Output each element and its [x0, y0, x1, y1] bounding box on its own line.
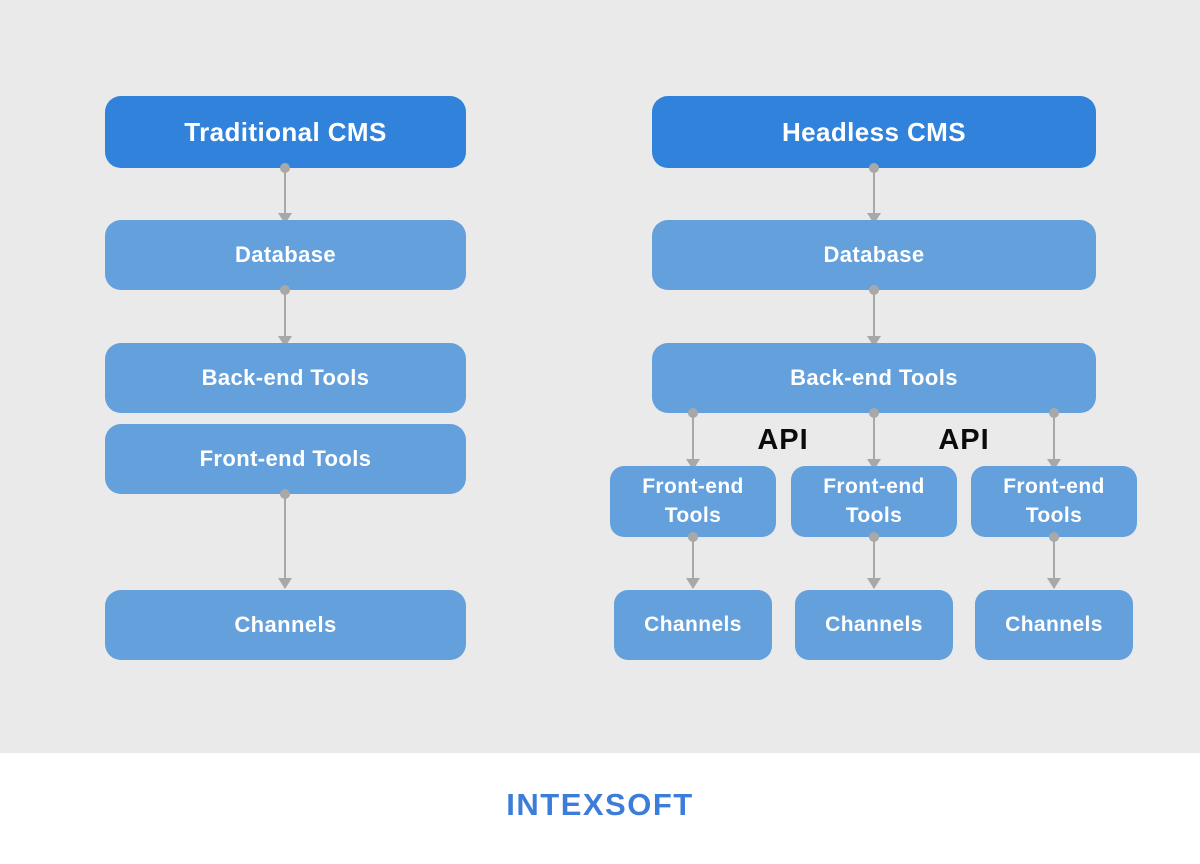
footer: INTEXSOFT — [0, 753, 1200, 864]
headless-cms-title-box: Headless CMS — [652, 96, 1096, 168]
diagram-canvas: Traditional CMS Database Back-end Tools … — [0, 0, 1200, 753]
right-channels-box-3: Channels — [975, 590, 1133, 660]
right-channels-box-2: Channels — [795, 590, 953, 660]
traditional-cms-title-box: Traditional CMS — [105, 96, 466, 168]
arrow-frontend-to-channels-2 — [867, 532, 881, 589]
right-frontend-box-2: Front-end Tools — [791, 466, 957, 537]
right-channels-label-3: Channels — [1005, 612, 1103, 636]
api-label-left: API — [757, 424, 809, 456]
intexsoft-logo: INTEXSOFT — [506, 787, 694, 822]
right-backend-box: Back-end Tools — [652, 343, 1096, 413]
arrow-backend-to-frontend-2 — [867, 408, 881, 470]
arrow-frontend-to-channels-1 — [686, 532, 700, 589]
right-frontend-box-1: Front-end Tools — [610, 466, 776, 537]
left-frontend-box: Front-end Tools — [105, 424, 466, 494]
headless-cms-label: Headless CMS — [782, 116, 966, 147]
left-frontend-label: Front-end Tools — [199, 446, 372, 471]
arrow-database-to-backend-right — [867, 285, 881, 347]
arrow-database-to-backend-left — [278, 285, 292, 347]
arrow-backend-to-frontend-3 — [1047, 408, 1061, 470]
right-frontend-label-2: Front-end Tools — [823, 475, 925, 527]
left-channels-box: Channels — [105, 590, 466, 660]
right-database-box: Database — [652, 220, 1096, 290]
arrow-traditional-to-database — [278, 163, 292, 224]
left-database-label: Database — [234, 242, 337, 267]
right-channels-box-1: Channels — [614, 590, 772, 660]
right-frontend-label-1: Front-end Tools — [642, 475, 744, 527]
right-backend-label: Back-end Tools — [790, 365, 958, 390]
left-backend-box: Back-end Tools — [105, 343, 466, 413]
traditional-cms-label: Traditional CMS — [184, 116, 387, 147]
right-database-label: Database — [823, 242, 925, 267]
arrow-backend-to-frontend-1 — [686, 408, 700, 470]
arrow-headless-to-database — [867, 163, 881, 224]
right-channels-label-2: Channels — [825, 612, 923, 636]
left-database-box: Database — [105, 220, 466, 290]
left-backend-label: Back-end Tools — [201, 365, 370, 390]
api-label-right: API — [938, 424, 990, 456]
left-channels-label: Channels — [234, 612, 337, 637]
arrow-frontend-to-channels-left — [278, 489, 292, 589]
right-frontend-box-3: Front-end Tools — [971, 466, 1137, 537]
arrow-frontend-to-channels-3 — [1047, 532, 1061, 589]
right-channels-label-1: Channels — [644, 612, 742, 636]
right-frontend-label-3: Front-end Tools — [1003, 475, 1105, 527]
